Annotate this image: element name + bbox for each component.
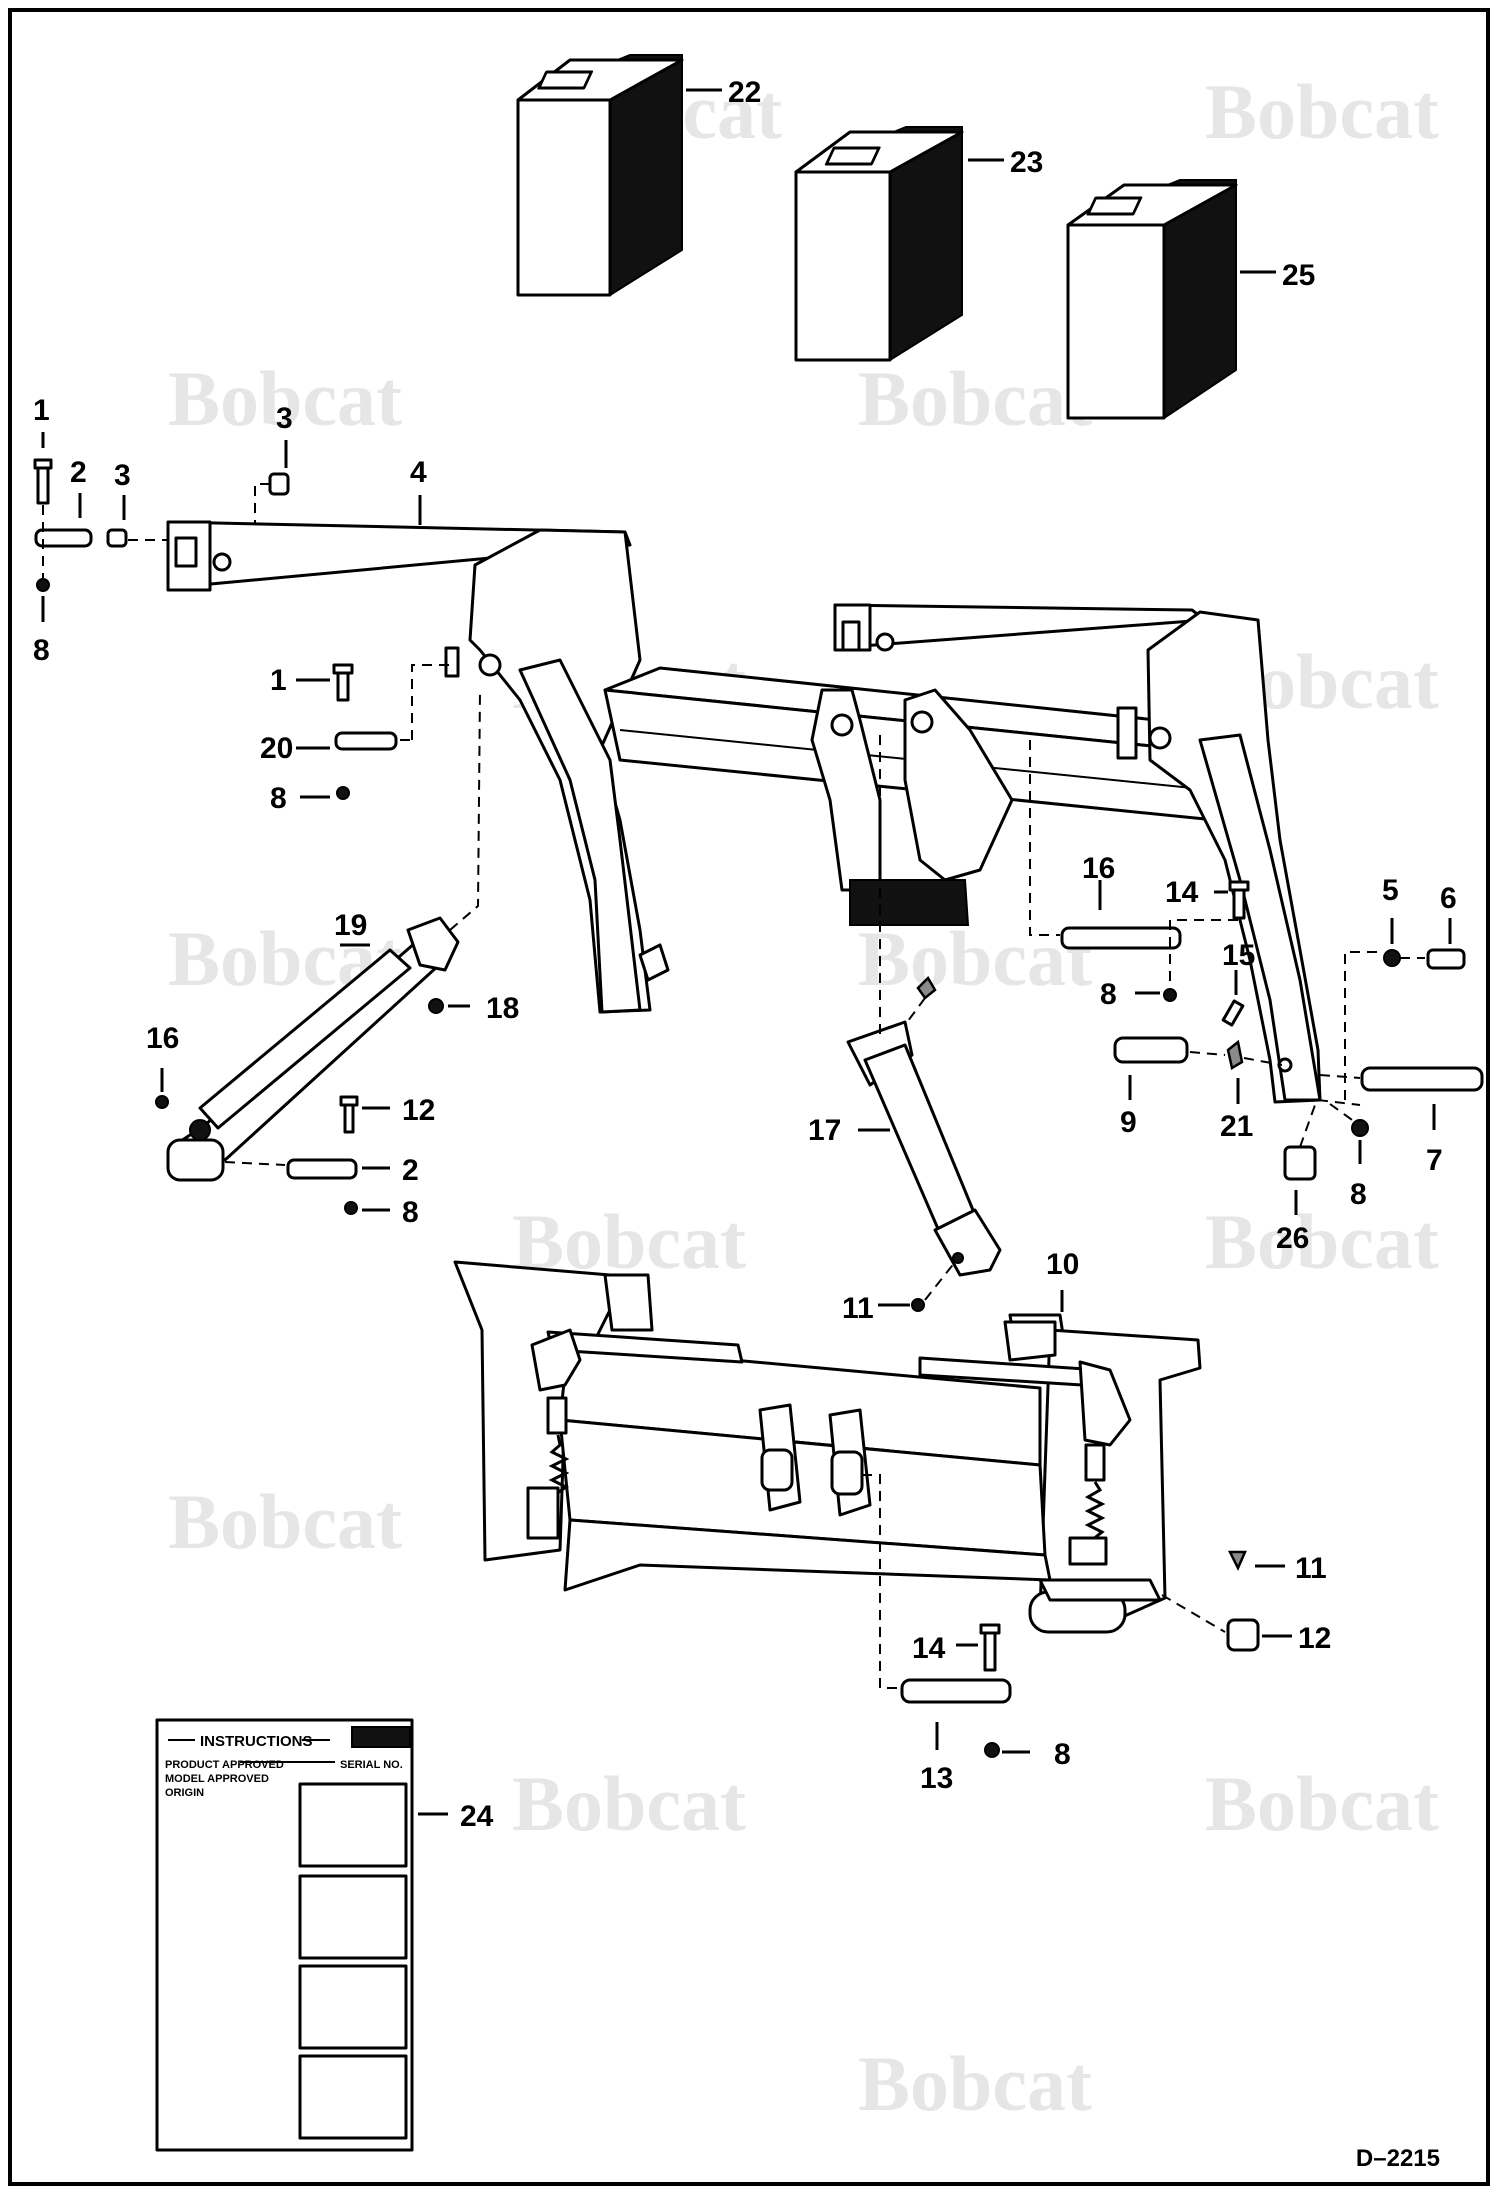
instruction-decal-24: INSTRUCTIONS PRODUCT APPROVED MODEL APPR…	[155, 1718, 448, 2152]
callout-6: 6	[1440, 882, 1457, 915]
watermark: Bobcat	[1205, 1198, 1439, 1285]
callout-5: 5	[1382, 874, 1399, 907]
callout-7: 7	[1426, 1144, 1443, 1177]
callout-8: 8	[402, 1196, 419, 1229]
callout-8: 8	[33, 634, 50, 667]
callout-15: 15	[1222, 939, 1255, 972]
callout-4: 4	[410, 456, 427, 489]
instruction-card-line: MODEL APPROVED	[165, 1773, 269, 1785]
callout-20: 20	[260, 732, 293, 765]
watermark: Bobcat	[1205, 1760, 1439, 1847]
callout-12: 12	[1298, 1622, 1331, 1655]
callout-26: 26	[1276, 1222, 1309, 1255]
callout-11: 11	[842, 1292, 874, 1325]
pin-set-20	[296, 663, 455, 800]
callout-1: 1	[270, 664, 287, 697]
drawing-number: D–2215	[1356, 2145, 1440, 2172]
page-border	[8, 8, 1490, 2186]
lift-arm-frame	[166, 495, 1361, 1106]
watermark: Bobcat	[168, 1478, 402, 1565]
tilt-cylinder-19	[155, 689, 481, 1182]
counterweight-23	[794, 126, 964, 362]
callout-16: 16	[1082, 852, 1115, 885]
instruction-card-serial: SERIAL NO.	[340, 1759, 403, 1771]
callout-2: 2	[402, 1154, 419, 1187]
callout-23: 23	[1010, 146, 1043, 179]
callout-12: 12	[402, 1094, 435, 1127]
bob-tach-frame	[453, 1260, 1292, 1758]
watermark: Bobcat	[858, 2040, 1092, 2127]
callout-8: 8	[1100, 978, 1117, 1011]
callout-3: 3	[276, 402, 293, 435]
callout-19: 19	[334, 909, 367, 942]
counterweight-25	[1066, 179, 1238, 420]
callout-10: 10	[1046, 1248, 1079, 1281]
callout-25: 25	[1282, 259, 1315, 292]
pin-hardware-right	[1029, 740, 1484, 1215]
callout-13: 13	[920, 1762, 953, 1795]
pin-set-cylinder-end	[286, 1095, 390, 1215]
callout-2: 2	[70, 456, 87, 489]
callout-labels: 22 23 25 1 2 3 3 4 8 1 20 8 19 18 16 12 …	[33, 76, 1457, 1833]
instruction-card-line: PRODUCT APPROVED	[165, 1759, 284, 1771]
callout-8: 8	[1350, 1178, 1367, 1211]
watermark: Bobcat	[858, 915, 1092, 1002]
callout-16: 16	[146, 1022, 179, 1055]
callout-24: 24	[460, 1800, 494, 1833]
callout-3: 3	[114, 459, 131, 492]
watermark: Bobcat	[1205, 68, 1439, 155]
callout-21: 21	[1220, 1110, 1253, 1143]
instruction-card-line: ORIGIN	[165, 1787, 204, 1799]
lift-cylinder-17	[846, 735, 1002, 1312]
callout-8: 8	[1054, 1738, 1071, 1771]
counterweight-22	[516, 54, 684, 297]
watermark: Bobcat	[858, 355, 1092, 442]
callout-22: 22	[728, 76, 761, 109]
watermark: Bobcat	[512, 1760, 746, 1847]
watermark: Bobcat	[168, 355, 402, 442]
callout-14: 14	[912, 1632, 946, 1665]
callout-17: 17	[808, 1114, 841, 1147]
callout-8: 8	[270, 782, 287, 815]
callout-1: 1	[33, 394, 50, 427]
callout-14: 14	[1165, 876, 1199, 909]
callout-11: 11	[1295, 1552, 1327, 1585]
callout-9: 9	[1120, 1106, 1137, 1139]
callout-18: 18	[486, 992, 519, 1025]
instruction-card-title: INSTRUCTIONS	[200, 1733, 313, 1750]
